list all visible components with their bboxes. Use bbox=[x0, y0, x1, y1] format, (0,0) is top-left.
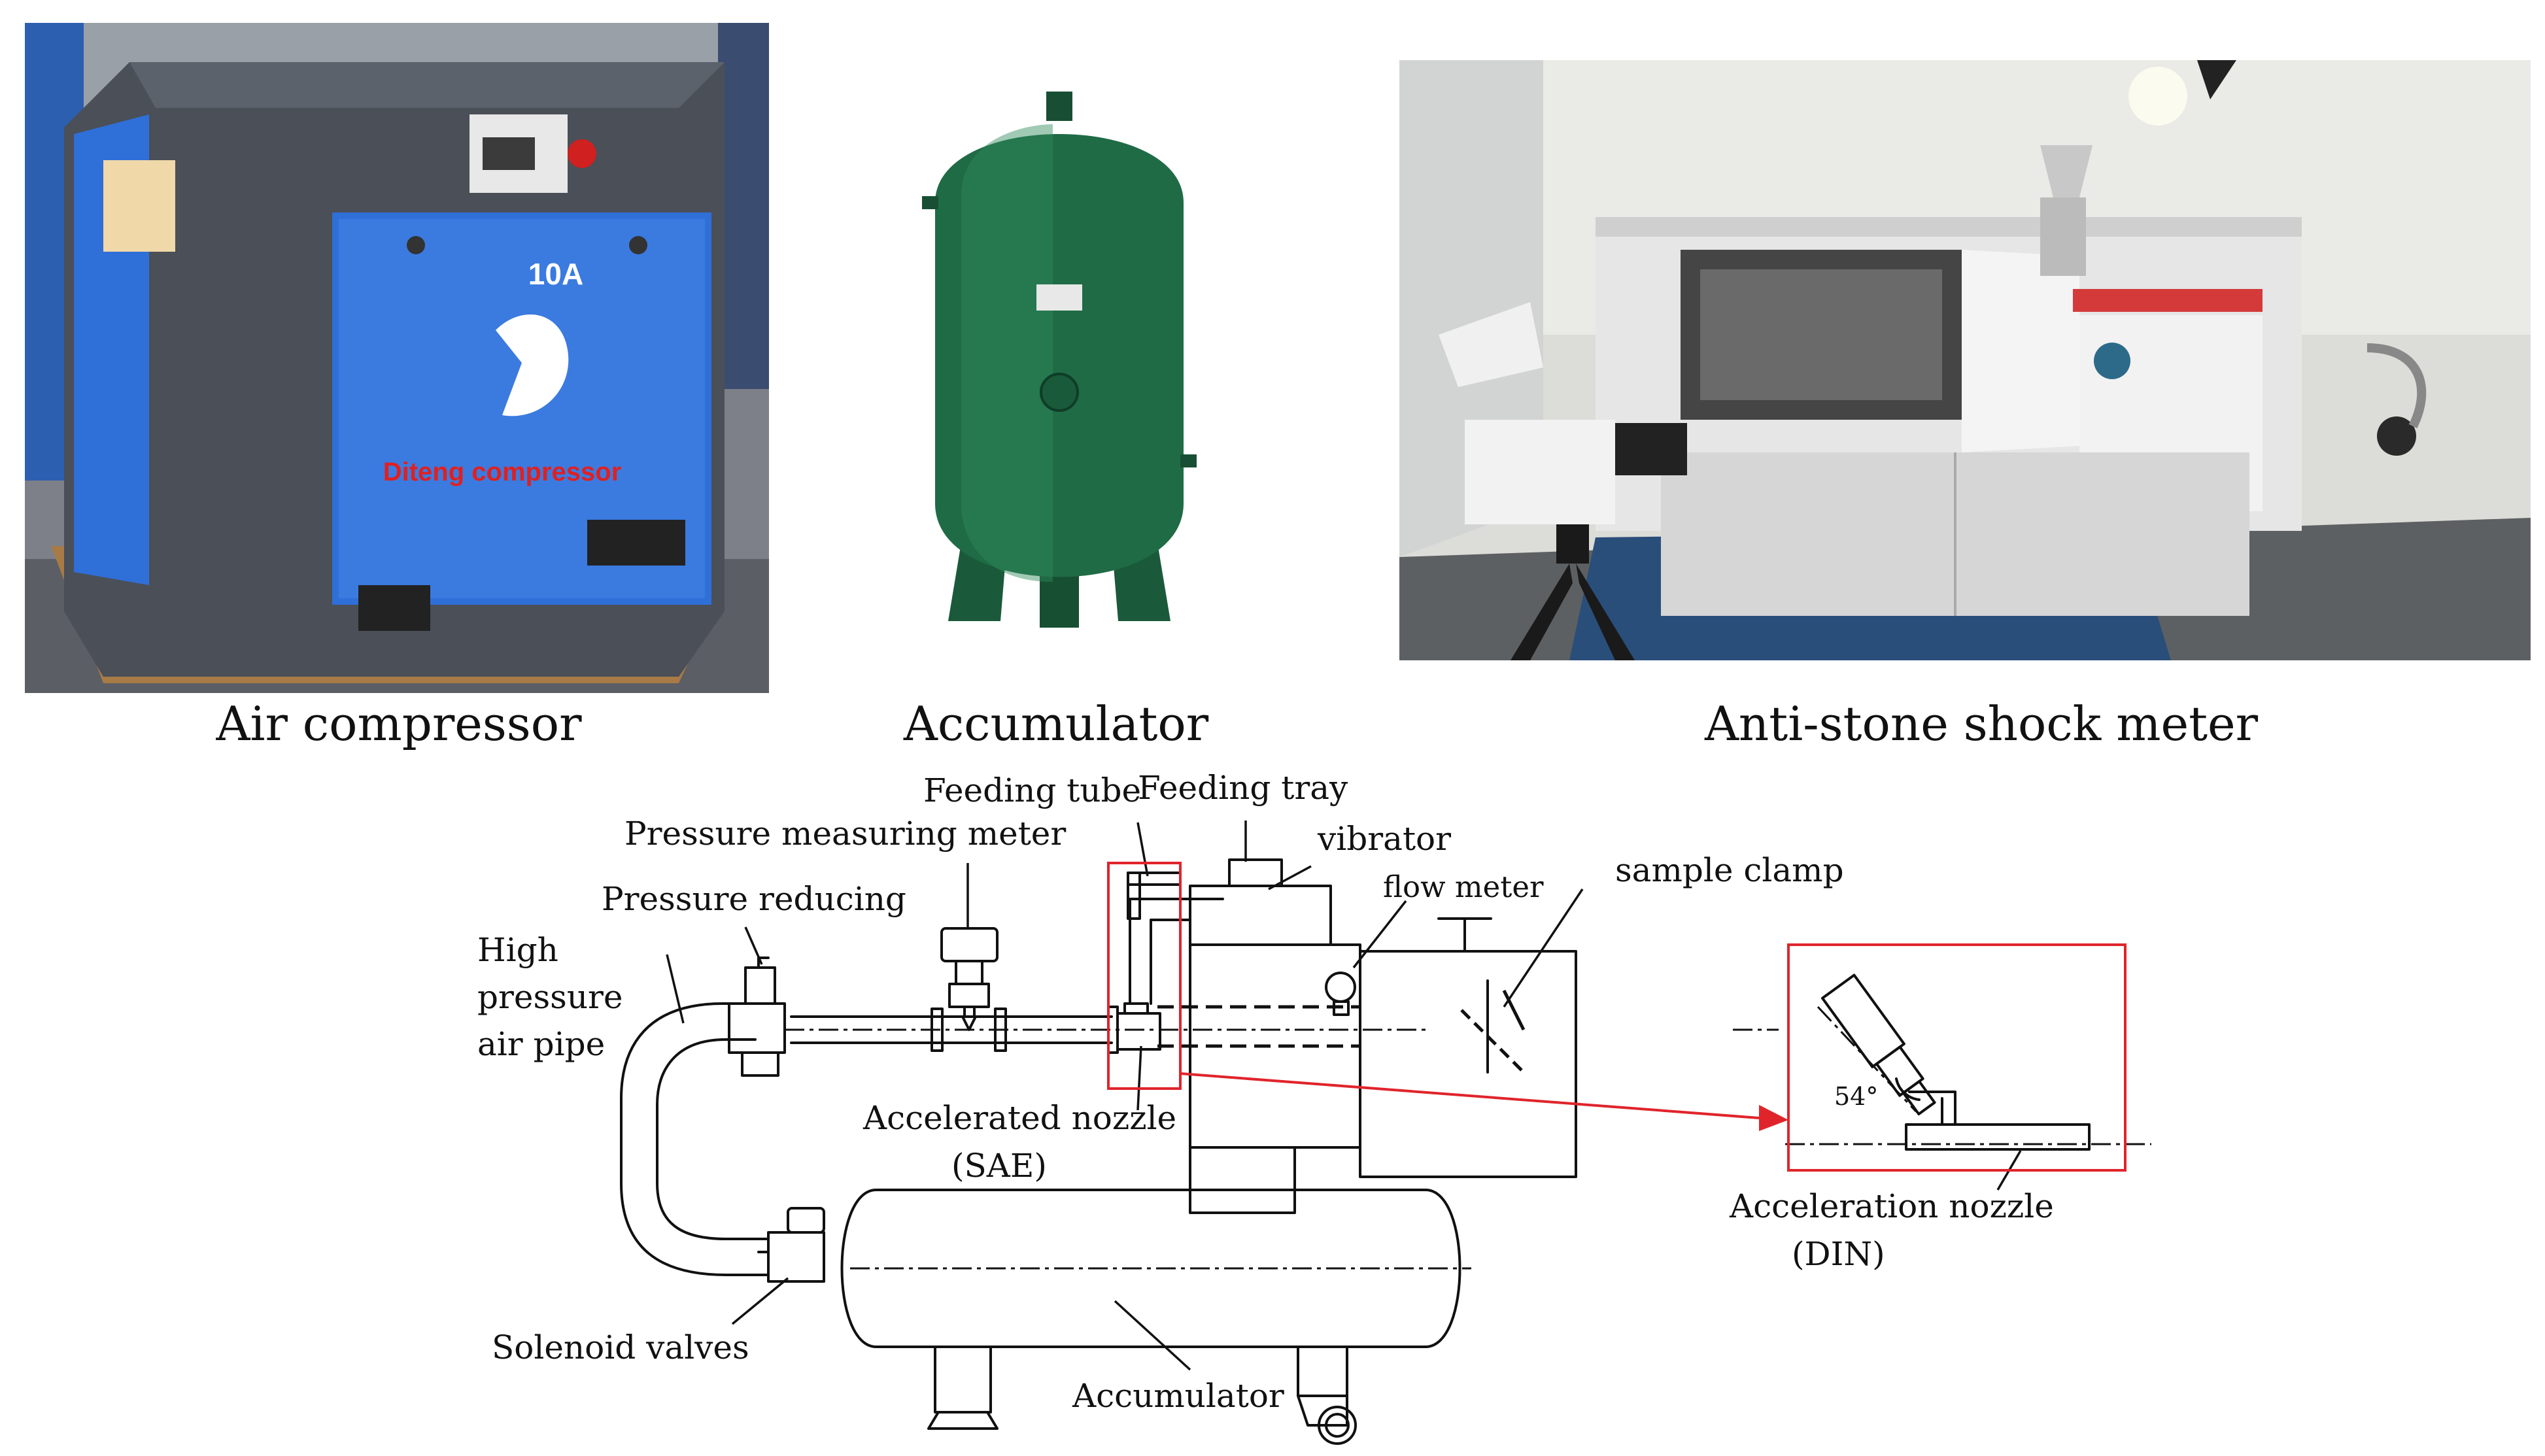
label-pressure-meter: Pressure measuring meter bbox=[624, 815, 1066, 853]
air-pipe-outer bbox=[620, 1002, 770, 1276]
air-compressor-photo: 10A Diteng compressor bbox=[25, 23, 769, 693]
vibrator bbox=[1189, 885, 1332, 946]
sae-highlight-box bbox=[1107, 862, 1182, 1090]
din-plate bbox=[1905, 1123, 2091, 1151]
label-din-nozzle-line2: (DIN) bbox=[1792, 1235, 1885, 1273]
feeding-tray bbox=[1228, 858, 1283, 887]
highlight-arrow-line bbox=[1180, 1072, 1760, 1119]
label-solenoid-valves: Solenoid valves bbox=[492, 1329, 749, 1366]
label-feeding-tray: Feeding tray bbox=[1138, 769, 1348, 807]
label-angle: 54° bbox=[1834, 1082, 1878, 1111]
air-pipe-inner bbox=[656, 1038, 770, 1240]
label-vibrator: vibrator bbox=[1317, 820, 1451, 858]
label-high-pressure-line1: High bbox=[477, 931, 558, 969]
pressure-meter-gauge bbox=[940, 927, 999, 962]
pressure-reducing-valve-body bbox=[728, 1002, 786, 1054]
din-detail-box bbox=[1787, 943, 2127, 1172]
accumulator-tank bbox=[840, 1189, 1461, 1348]
label-din-nozzle-line1: Acceleration nozzle bbox=[1729, 1187, 2054, 1225]
label-pressure-reducing: Pressure reducing bbox=[602, 880, 906, 918]
label-sample-clamp: sample clamp bbox=[1615, 851, 1844, 889]
shock-meter-photo bbox=[1399, 60, 2531, 660]
brand-label: Diteng compressor bbox=[383, 458, 622, 486]
accumulator-caption: Accumulator bbox=[903, 696, 1209, 751]
label-feeding-tube: Feeding tube bbox=[923, 771, 1141, 809]
label-sae-nozzle-line2: (SAE) bbox=[951, 1147, 1047, 1185]
label-high-pressure-line3: air pipe bbox=[477, 1025, 605, 1063]
accumulator-photo bbox=[922, 85, 1197, 634]
label-high-pressure-line2: pressure bbox=[477, 978, 623, 1016]
model-label: 10A bbox=[528, 257, 583, 291]
flow-meter-dial bbox=[1325, 972, 1356, 1003]
air-compressor-caption: Air compressor bbox=[216, 696, 582, 751]
sample-chamber bbox=[1359, 950, 1577, 1178]
label-accumulator: Accumulator bbox=[1072, 1377, 1284, 1415]
label-flow-meter: flow meter bbox=[1383, 870, 1544, 904]
shock-meter-caption: Anti-stone shock meter bbox=[1704, 696, 2259, 751]
label-sae-nozzle-line1: Accelerated nozzle bbox=[863, 1099, 1176, 1137]
solenoid-valve-body bbox=[767, 1231, 825, 1283]
highlight-arrow-head bbox=[1759, 1105, 1788, 1131]
